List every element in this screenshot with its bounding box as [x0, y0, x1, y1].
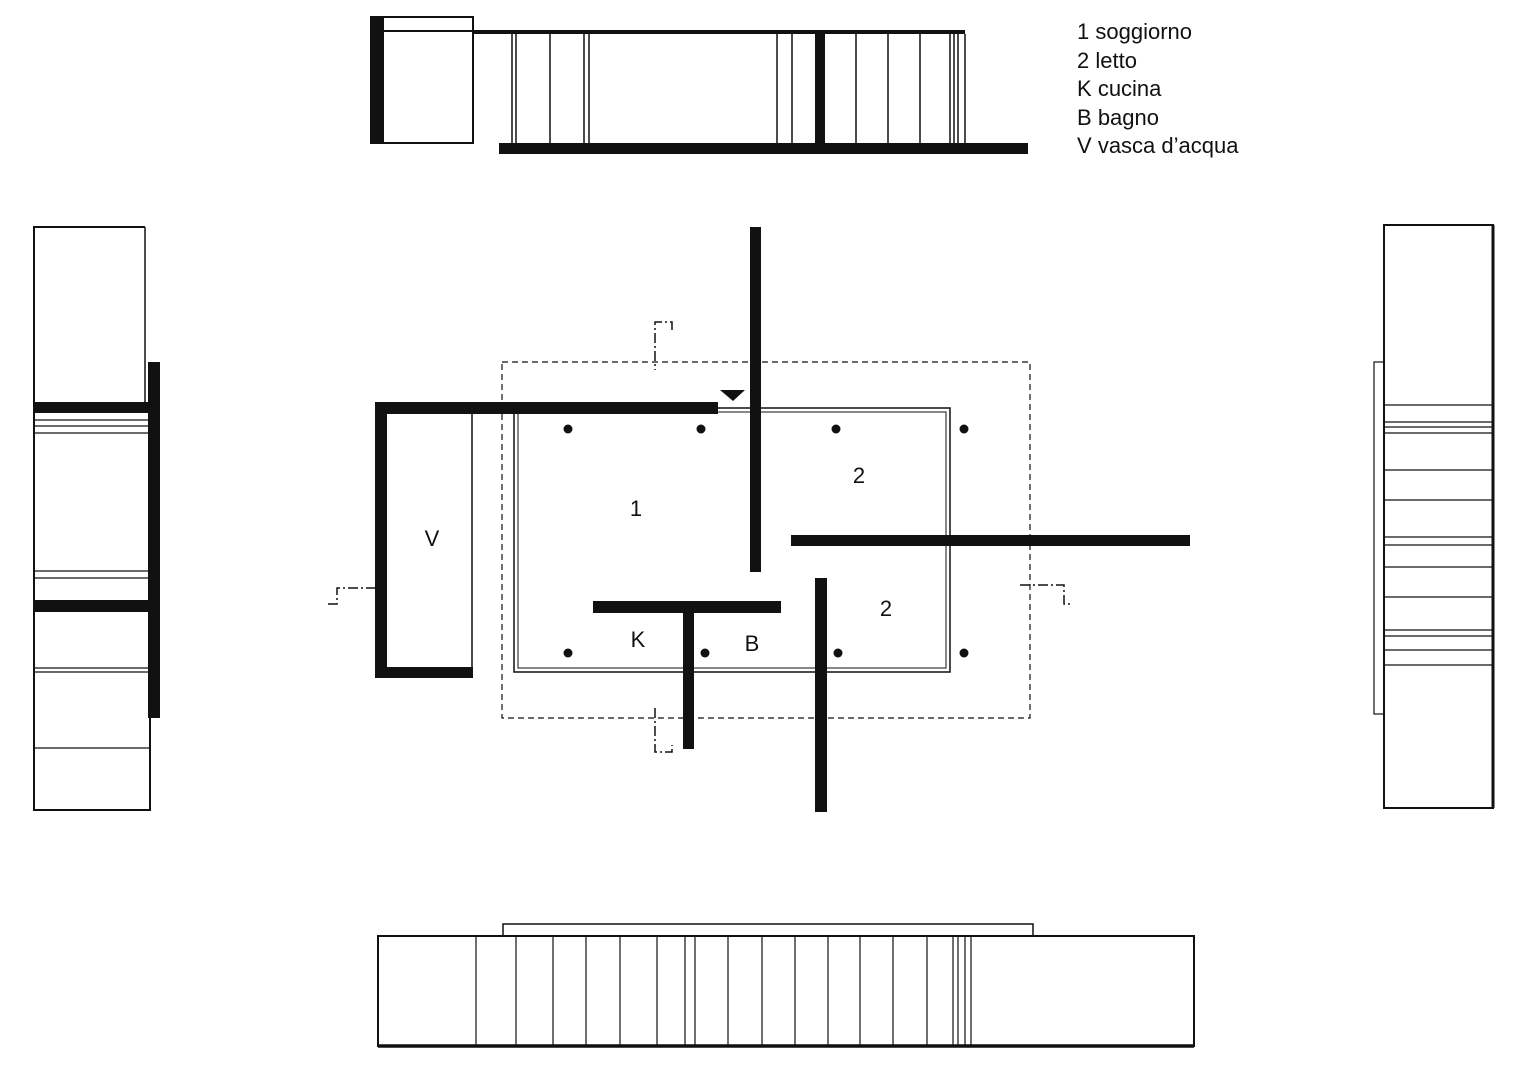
room-label-kitchen: K	[631, 627, 646, 652]
floor-plan: 1 2 2 K B V	[328, 227, 1190, 812]
legend-item: 1 soggiorno	[1077, 19, 1193, 44]
room-label-pool: V	[425, 526, 440, 551]
left-elevation	[33, 226, 160, 811]
room-label-living: 1	[630, 496, 642, 521]
entrance-arrow-icon	[720, 390, 745, 401]
bottom-elevation	[377, 923, 1195, 1048]
room-label-bedroom: 2	[853, 463, 865, 488]
legend-item: V vasca d’acqua	[1077, 133, 1239, 158]
columns	[563, 424, 969, 658]
legend-item: B bagno	[1077, 104, 1159, 130]
top-elevation	[370, 16, 1028, 154]
section-markers	[328, 321, 1072, 753]
room-label-bath: B	[745, 631, 760, 656]
legend-item: 2 letto	[1077, 47, 1137, 73]
legend: 1 soggiorno 2 letto K cucina B bagno V v…	[1077, 18, 1238, 161]
room-label-bedroom: 2	[880, 596, 892, 621]
walls	[375, 227, 1190, 812]
legend-item: K cucina	[1077, 76, 1162, 101]
right-elevation	[1373, 224, 1495, 809]
